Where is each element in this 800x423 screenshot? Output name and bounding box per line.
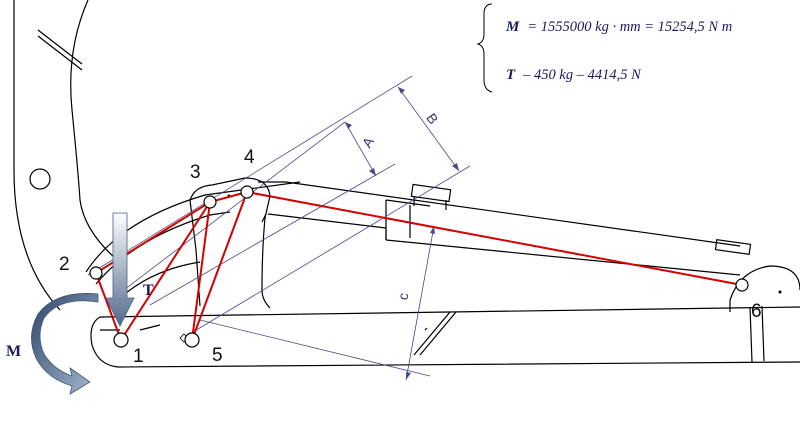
dimension-label-a: A <box>359 134 378 151</box>
point-label-3: 3 <box>190 162 201 183</box>
valve-upper <box>410 183 452 203</box>
dimension-b-line <box>397 86 460 172</box>
pivots <box>89 185 749 348</box>
pivot-5 <box>184 332 200 348</box>
pivot-2 <box>89 266 103 280</box>
moment-equation: M = 1555000 kg · mm = 15254,5 N m <box>505 18 732 35</box>
moment-equation-text: = 1555000 kg · mm = 15254,5 N m <box>527 19 732 35</box>
dimension-lines <box>87 75 471 381</box>
point-label-2: 2 <box>59 254 70 275</box>
pivot-1 <box>113 332 129 348</box>
force-equation-symbol: T <box>506 67 516 83</box>
moment-equation-symbol: M <box>505 19 520 35</box>
dimension-label-c: c <box>394 291 411 301</box>
boom-hole <box>29 168 51 190</box>
linkage <box>95 191 743 341</box>
point-label-5: 5 <box>212 345 223 366</box>
dimension-label-b: B <box>423 110 441 127</box>
force-equation: T – 450 kg – 4414,5 N <box>506 66 642 83</box>
pivot-4 <box>240 185 254 199</box>
main-frame <box>90 305 800 368</box>
equation-brace <box>476 3 493 93</box>
moment-arrow-m <box>31 293 99 395</box>
dimension-a-line <box>344 121 377 177</box>
force-equation-text: – 450 kg – 4414,5 N <box>522 67 642 83</box>
point-label-1: 1 <box>133 346 144 367</box>
dimension-c-line <box>405 225 435 381</box>
force-label: T <box>143 282 154 299</box>
hydraulic-cylinder <box>258 181 752 276</box>
valve-lower <box>714 239 752 255</box>
force-arrow-t <box>105 212 135 327</box>
moment-label: M <box>6 343 21 360</box>
pivot-6 <box>735 278 749 292</box>
pivot-3 <box>203 195 217 209</box>
point-label-6: 6 <box>751 301 762 322</box>
point-label-4: 4 <box>244 147 255 168</box>
boom-arm <box>13 0 116 311</box>
